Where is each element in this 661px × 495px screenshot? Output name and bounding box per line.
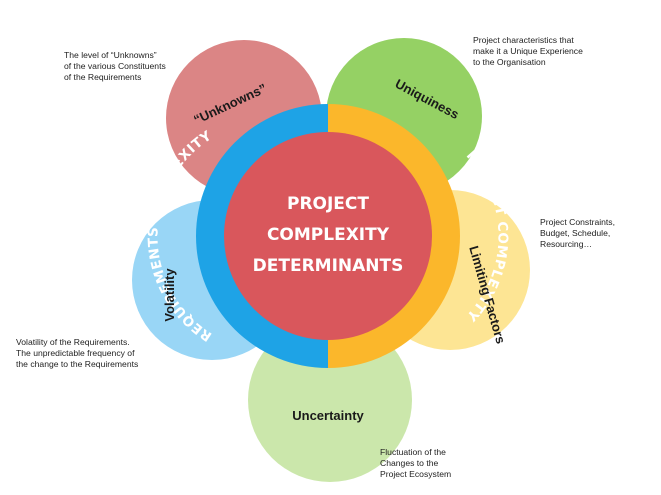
volatility-note: Volatility of the Requirements. The unpr… [16,337,139,369]
unknowns-note: The level of “Unknowns” of the various C… [64,50,166,82]
center-title-line-1: PROJECT [287,194,369,214]
uniquiness-note: Project characteristics that make it a U… [473,35,583,67]
volatility-label: Volatility [162,268,177,322]
uncertainty-note: Fluctuation of the Changes to the Projec… [380,447,452,479]
center-circle [224,132,432,340]
uncertainty-label: Uncertainty [292,408,364,423]
limiting-factors-note: Project Constraints, Budget, Schedule, R… [540,217,615,249]
center-title-line-3: DETERMINANTS [253,256,404,276]
center-title-line-2: COMPLEXITY [267,225,390,245]
